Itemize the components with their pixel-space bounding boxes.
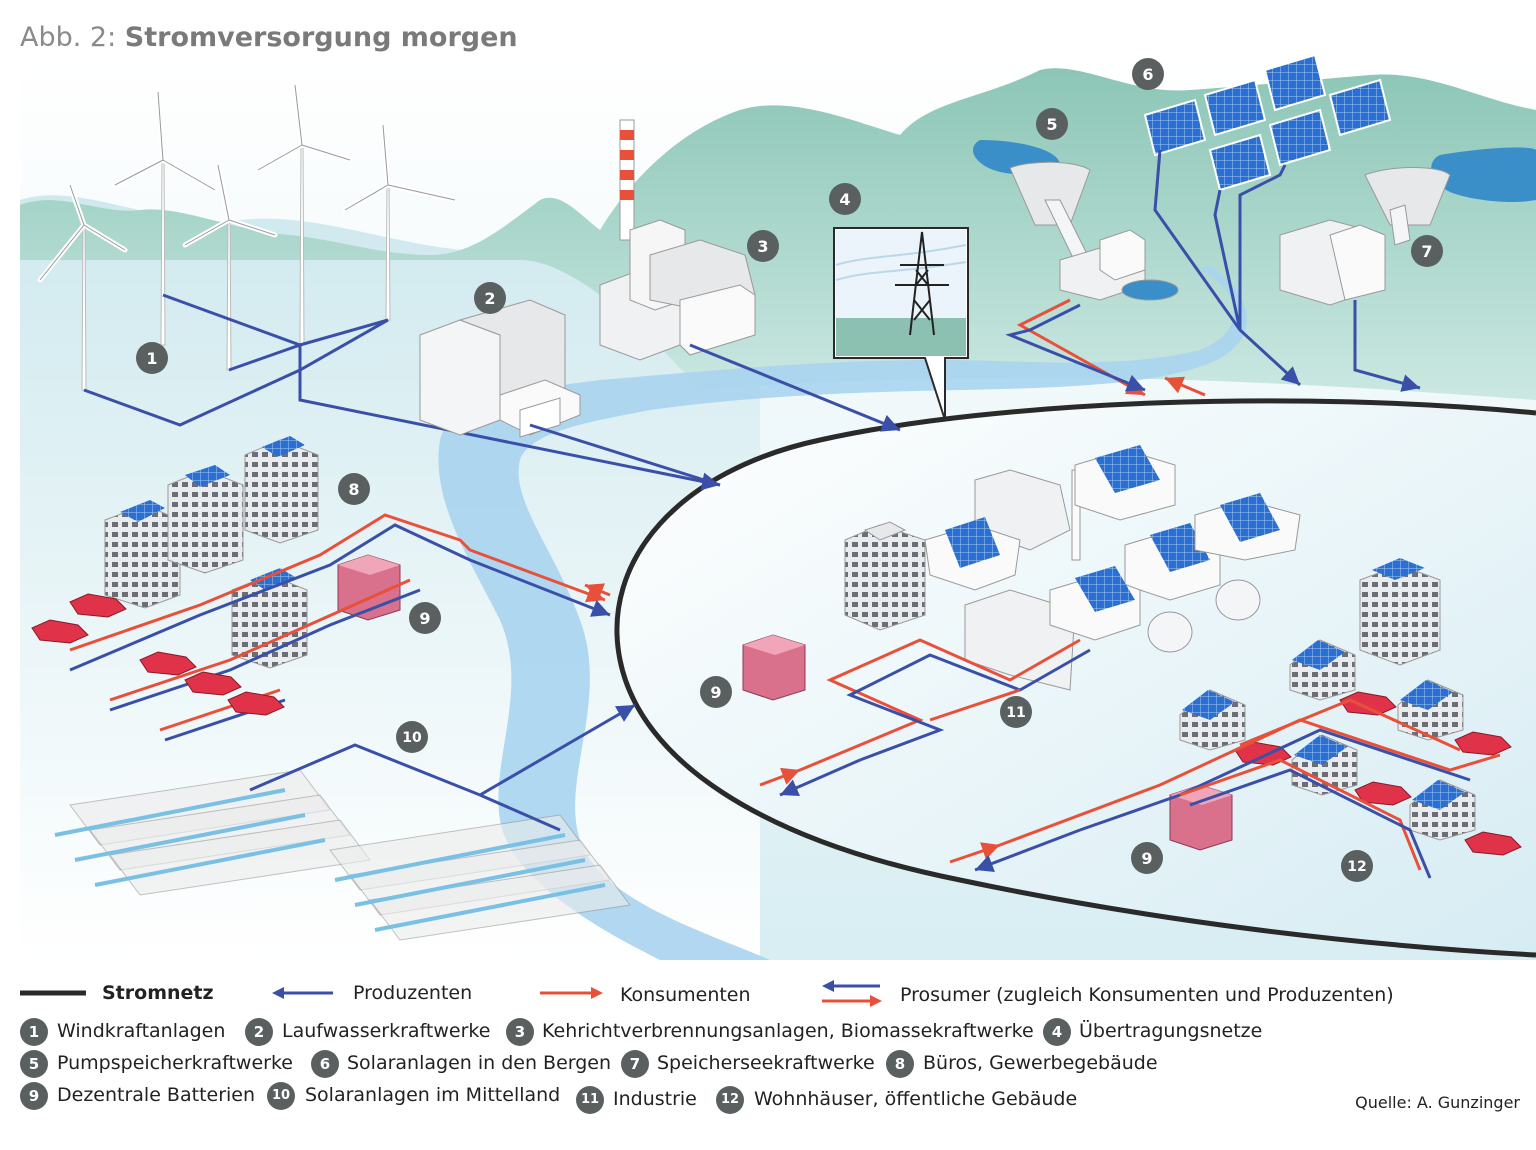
svg-text:1: 1 xyxy=(146,349,157,368)
key-label-6: Solaranlagen in den Bergen xyxy=(347,1052,612,1074)
key-num-2: 2 xyxy=(245,1018,273,1046)
key-label-5: Pumpspeicherkraftwerke xyxy=(57,1052,293,1074)
key-label-1: Windkraftanlagen xyxy=(57,1020,226,1042)
key-label-8: Büros, Gewerbegebäude xyxy=(923,1052,1158,1074)
marker-1: 1 xyxy=(136,342,168,374)
marker-5: 5 xyxy=(1036,108,1068,140)
wind-turbine xyxy=(255,82,353,346)
prosumer-lines-industry xyxy=(759,638,1091,797)
key-num-7: 7 xyxy=(621,1050,649,1078)
svg-text:2: 2 xyxy=(484,289,495,308)
marker-2: 2 xyxy=(474,282,506,314)
battery-icon xyxy=(1169,784,1233,851)
svg-text:9: 9 xyxy=(1141,849,1152,868)
pylon-icon xyxy=(895,231,949,336)
key-label-7: Speicherseekraftwerke xyxy=(657,1052,875,1074)
legend-prosumer-label: Prosumer (zugleich Konsumenten und Produ… xyxy=(900,984,1394,1006)
key-num-3: 3 xyxy=(506,1018,534,1046)
svg-text:7: 7 xyxy=(1421,242,1432,261)
page-title: Abb. 2: Stromversorgung morgen xyxy=(20,22,518,53)
wind-turbines xyxy=(37,82,458,391)
key-label-9: Dezentrale Batterien xyxy=(57,1084,256,1106)
marker-9-houses: 9 xyxy=(1131,842,1163,874)
legend-prosumer-arrows xyxy=(822,980,882,1007)
line-7 xyxy=(1353,300,1421,392)
marker-9-industry: 9 xyxy=(700,676,732,708)
key-label-2: Laufwasserkraftwerke xyxy=(282,1020,491,1042)
key-num-5: 5 xyxy=(20,1050,48,1078)
key-label-11: Industrie xyxy=(613,1088,697,1110)
energy-diagram: 1 2 3 4 5 6 7 8 9 9 9 10 11 12 xyxy=(20,53,1536,960)
line-3 xyxy=(689,343,901,432)
line-10 xyxy=(249,703,636,832)
line-5 xyxy=(1005,298,1206,397)
key-num-6: 6 xyxy=(311,1050,339,1078)
wind-turbine xyxy=(37,182,128,391)
key-num-10: 10 xyxy=(267,1082,295,1110)
svg-text:4: 4 xyxy=(839,190,850,209)
svg-text:5: 5 xyxy=(1046,115,1057,134)
key-num-1: 1 xyxy=(20,1018,48,1046)
title-main: Stromversorgung morgen xyxy=(124,22,518,53)
legend-symbols xyxy=(20,980,882,1007)
legend-producer-arrow xyxy=(272,987,333,999)
wind-turbine xyxy=(112,89,218,346)
industrial-buildings xyxy=(844,445,1301,691)
solar-trough-pipes xyxy=(54,788,606,932)
legend-grid-label: Stromnetz xyxy=(102,982,214,1004)
electric-cars-left xyxy=(31,593,285,716)
office-building xyxy=(244,436,319,544)
svg-text:6: 6 xyxy=(1142,65,1153,84)
marker-9-left: 9 xyxy=(409,602,441,634)
mountain-solar-panels xyxy=(1143,53,1392,192)
key-num-11: 11 xyxy=(576,1086,604,1114)
transmission-callout xyxy=(833,227,969,421)
marker-10: 10 xyxy=(396,721,428,753)
wind-turbine xyxy=(342,122,458,321)
run-of-river-plant xyxy=(419,299,581,438)
storage-hydro-plant xyxy=(1279,167,1451,306)
svg-text:3: 3 xyxy=(757,237,768,256)
key-label-12: Wohnhäuser, öffentliche Gebäude xyxy=(754,1088,1078,1110)
svg-text:9: 9 xyxy=(710,683,721,702)
marker-3: 3 xyxy=(747,230,779,262)
svg-text:9: 9 xyxy=(419,609,430,628)
line-2 xyxy=(529,423,721,487)
wind-lines xyxy=(83,293,721,491)
legend-producer-label: Produzenten xyxy=(353,982,473,1004)
legend-consumer-label: Konsumenten xyxy=(620,984,751,1006)
svg-text:11: 11 xyxy=(1006,705,1025,721)
key-num-8: 8 xyxy=(886,1050,914,1078)
electric-cars-right xyxy=(1234,691,1522,856)
office-building xyxy=(104,500,181,609)
source-credit: Quelle: A. Gunzinger xyxy=(1355,1093,1520,1112)
key-num-4: 4 xyxy=(1043,1018,1071,1046)
marker-8: 8 xyxy=(338,473,370,505)
marker-4: 4 xyxy=(829,183,861,215)
marker-7: 7 xyxy=(1411,235,1443,267)
waste-incineration-plant xyxy=(599,119,756,361)
residential-buildings xyxy=(1179,558,1476,841)
wind-turbine xyxy=(182,162,278,371)
key-label-10: Solaranlagen im Mittelland xyxy=(305,1084,561,1106)
svg-text:12: 12 xyxy=(1347,859,1366,875)
key-num-9: 9 xyxy=(20,1082,48,1110)
svg-text:8: 8 xyxy=(348,480,359,499)
legend-consumer-arrow xyxy=(540,987,603,999)
office-building xyxy=(167,465,244,574)
line-6 xyxy=(1153,149,1302,387)
svg-text:10: 10 xyxy=(402,730,422,746)
key-label-4: Übertragungsnetze xyxy=(1079,1020,1263,1042)
prosumer-lines-left xyxy=(69,513,611,742)
marker-6: 6 xyxy=(1132,58,1164,90)
marker-11: 11 xyxy=(1000,696,1032,728)
pumped-storage-plant xyxy=(1009,161,1179,301)
battery-icon xyxy=(742,634,806,701)
title-prefix: Abb. 2: xyxy=(20,22,117,53)
key-label-3: Kehrichtverbrennungsanlagen, Biomassekra… xyxy=(542,1020,1034,1042)
key-num-12: 12 xyxy=(716,1086,744,1114)
marker-12: 12 xyxy=(1341,850,1373,882)
upper-lake-7 xyxy=(1431,147,1536,203)
prosumer-lines-houses xyxy=(949,698,1501,879)
